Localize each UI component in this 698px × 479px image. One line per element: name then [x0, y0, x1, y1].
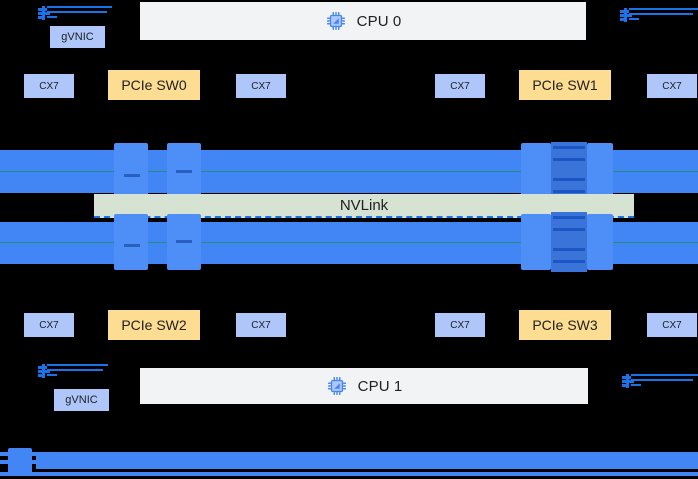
gvnic-link-glyph-top-right	[620, 8, 698, 24]
gvnic-link-glyph-bottom-left	[38, 364, 108, 380]
cx7-2[interactable]: CX7	[435, 74, 485, 98]
network-link-icon	[38, 364, 108, 378]
network-fabric-body	[36, 455, 698, 469]
gpu-cluster-line-4	[553, 190, 585, 193]
cx7-1-label: CX7	[251, 80, 271, 92]
pcie-sw1[interactable]: PCIe SW1	[519, 70, 611, 100]
gpu-node-bottom-1-line	[124, 244, 140, 247]
gpu-node-top-2-line	[176, 170, 192, 173]
cx7-1[interactable]: CX7	[236, 74, 286, 98]
gvnic-link-glyph-bottom-right	[622, 374, 698, 390]
pcie-sw0[interactable]: PCIe SW0	[108, 70, 200, 100]
cx7-7[interactable]: CX7	[647, 313, 697, 337]
gpu-node-bottom-cluster	[551, 212, 587, 272]
cpu1-label: CPU 1	[357, 377, 403, 395]
network-link-icon	[622, 374, 698, 388]
gpu-cluster-b-line-1	[553, 216, 585, 219]
chip-icon	[326, 12, 345, 30]
cx7-4[interactable]: CX7	[24, 313, 74, 337]
gpu-cluster-line-1	[553, 146, 585, 149]
cpu0-label: CPU 0	[356, 12, 402, 30]
cx7-3[interactable]: CX7	[647, 74, 697, 98]
cx7-2-label: CX7	[450, 80, 470, 92]
gpu-cluster-line-2	[553, 158, 585, 161]
pcie-sw2[interactable]: PCIe SW2	[108, 310, 200, 340]
gpu-band-top-stripe	[0, 171, 698, 172]
pcie-sw0-label: PCIe SW0	[121, 77, 187, 93]
gvnic-bottom[interactable]: gVNIC	[54, 389, 109, 411]
cx7-7-label: CX7	[662, 319, 682, 331]
gpu-node-bottom-4	[587, 214, 613, 270]
gvnic-link-glyph-top-left	[38, 6, 112, 22]
cx7-6[interactable]: CX7	[435, 313, 485, 337]
pcie-sw3-label: PCIe SW3	[532, 317, 598, 333]
gpu-node-top-cluster	[551, 142, 587, 202]
gpu-node-bottom-3	[521, 214, 551, 270]
cx7-5[interactable]: CX7	[236, 313, 286, 337]
gpu-band-top	[0, 142, 698, 202]
gpu-band-bottom	[0, 212, 698, 272]
network-link-icon	[38, 6, 112, 20]
network-link-icon	[620, 8, 698, 22]
gvnic-top-label: gVNIC	[61, 31, 94, 43]
gpu-node-top-3	[521, 143, 551, 199]
nvlink-label: NVLink	[339, 196, 389, 214]
gpu-node-top-1	[114, 143, 148, 199]
gvnic-bottom-label: gVNIC	[65, 394, 98, 406]
network-fabric-line-bottom	[0, 472, 698, 476]
pcie-sw2-label: PCIe SW2	[121, 317, 187, 333]
gvnic-top[interactable]: gVNIC	[50, 26, 105, 48]
pcie-sw3[interactable]: PCIe SW3	[519, 310, 611, 340]
gpu-node-top-1-line	[124, 174, 140, 177]
cx7-0[interactable]: CX7	[24, 74, 74, 98]
pcie-sw1-label: PCIe SW1	[532, 77, 598, 93]
gpu-cluster-b-line-4	[553, 260, 585, 263]
network-switch-icon	[8, 448, 32, 476]
cx7-5-label: CX7	[251, 319, 271, 331]
chip-icon	[327, 377, 346, 395]
network-fabric-line-top	[0, 452, 698, 456]
gpu-cluster-b-line-3	[553, 248, 585, 251]
cpu0-box[interactable]: CPU 0	[140, 2, 586, 40]
gpu-band-bottom-stripe	[0, 242, 698, 243]
gpu-node-top-4	[587, 143, 613, 199]
cx7-0-label: CX7	[39, 80, 59, 92]
cx7-6-label: CX7	[450, 319, 470, 331]
cpu1-box[interactable]: CPU 1	[140, 368, 588, 404]
gpu-cluster-b-line-2	[553, 228, 585, 231]
gpu-node-bottom-1	[114, 214, 148, 270]
gpu-node-bottom-2-line	[176, 240, 192, 243]
cx7-3-label: CX7	[662, 80, 682, 92]
cx7-4-label: CX7	[39, 319, 59, 331]
gpu-cluster-line-3	[553, 178, 585, 181]
